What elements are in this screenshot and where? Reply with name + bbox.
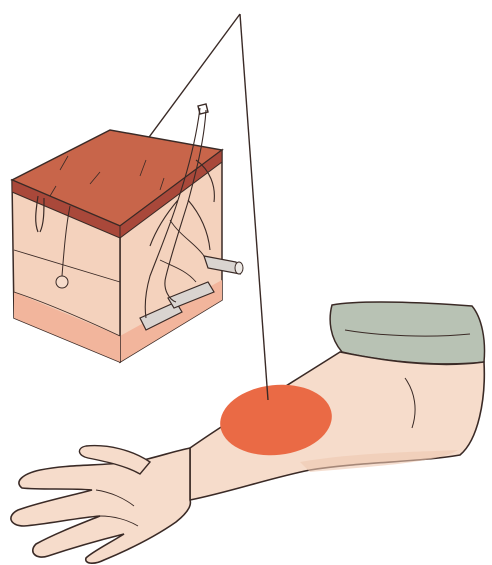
hand	[11, 448, 190, 563]
vessel-end-3	[235, 262, 243, 274]
sebaceous-gland	[56, 276, 68, 288]
callout-line-to-rash	[240, 14, 268, 400]
skin-cross-section	[12, 104, 243, 362]
